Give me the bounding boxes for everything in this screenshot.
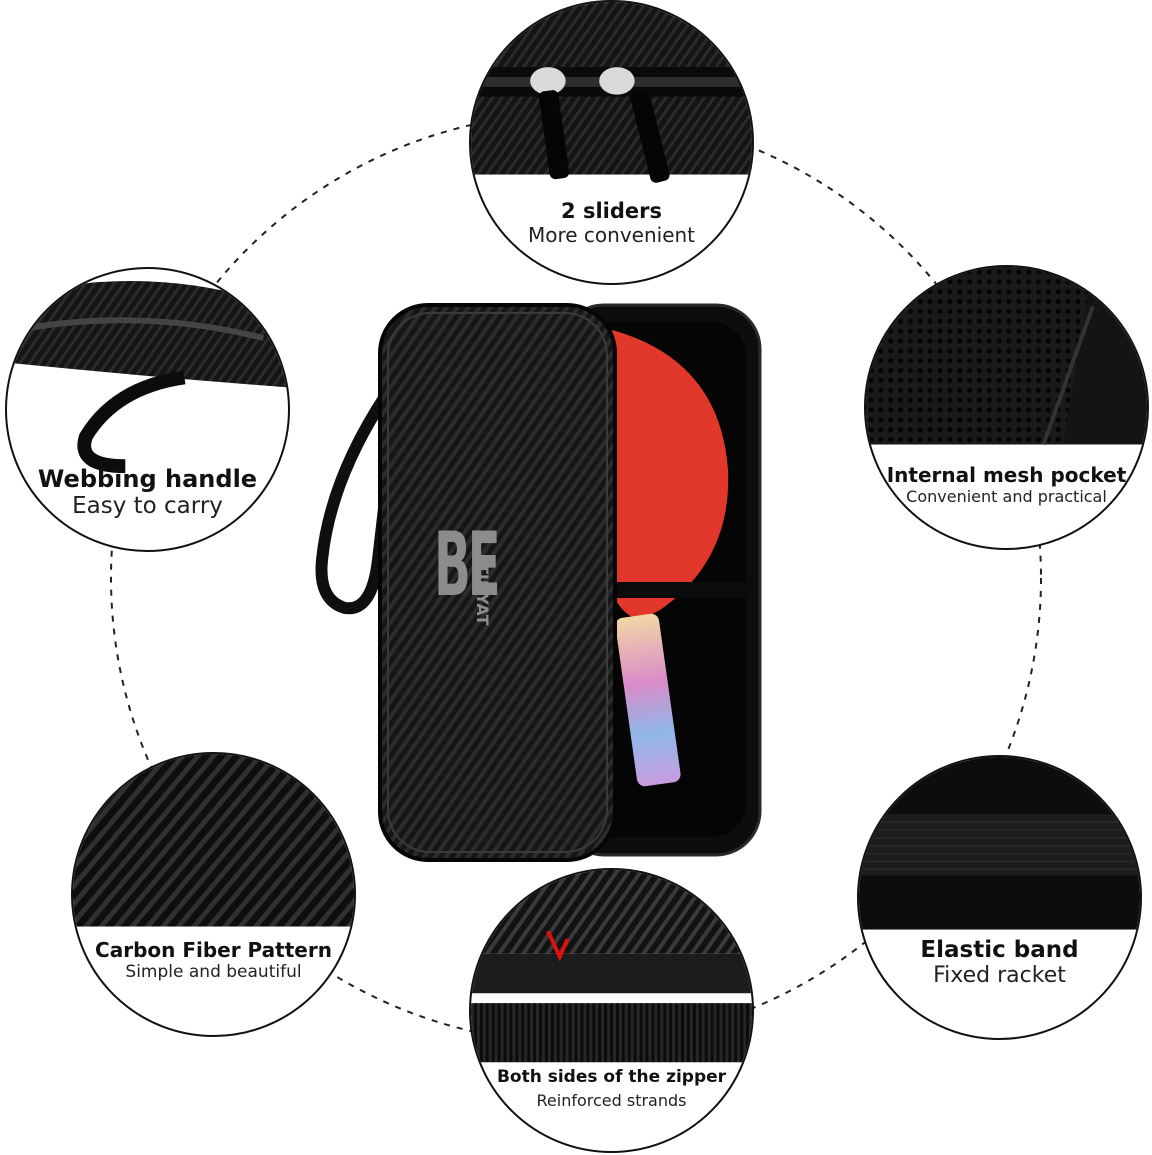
callout-title: Elastic band — [920, 937, 1079, 963]
sliders-closeup-image — [471, 2, 752, 183]
callout-subtitle: Easy to carry — [72, 493, 223, 519]
callout-carbon-fiber: Carbon Fiber Pattern Simple and beautifu… — [71, 752, 356, 1037]
callout-title: 2 sliders — [561, 199, 662, 223]
callout-mesh-pocket: Internal mesh pocket Convenient and prac… — [864, 265, 1149, 550]
callout-sliders: 2 sliders More convenient — [469, 0, 754, 285]
red-arrow-icon — [546, 930, 570, 962]
callout-title: Carbon Fiber Pattern — [95, 938, 332, 962]
callout-subtitle: Reinforced strands — [536, 1091, 687, 1110]
webbing-handle — [315, 389, 398, 615]
mesh-closeup-image — [866, 267, 1147, 446]
zipper-closeup-image — [471, 870, 752, 1063]
callout-subtitle: Convenient and practical — [906, 487, 1107, 506]
callout-subtitle: More convenient — [527, 223, 696, 247]
callout-title: Webbing handle — [37, 465, 258, 493]
logo-side-text: TINYAT — [473, 563, 492, 626]
handle-closeup-image — [7, 281, 288, 474]
callout-zipper: Both sides of the zipper Reinforced stra… — [469, 868, 754, 1153]
slider-pull-left — [530, 67, 566, 95]
callout-subtitle: Fixed racket — [933, 963, 1066, 988]
callout-title: Internal mesh pocket — [886, 463, 1127, 487]
brand-logo: BE TINYAT — [434, 505, 524, 635]
logo-main-text: BE — [434, 513, 501, 616]
callout-title: Both sides of the zipper — [496, 1067, 727, 1087]
callout-subtitle: Simple and beautiful — [125, 962, 302, 982]
racket — [605, 330, 729, 787]
callout-elastic-band: Elastic band Fixed racket — [857, 755, 1142, 1040]
slider-pull-right — [599, 67, 635, 95]
carbon-closeup-image — [73, 754, 354, 927]
callout-webbing-handle: Webbing handle Easy to carry — [5, 267, 290, 552]
elastic-band — [600, 582, 750, 598]
case-front — [378, 303, 617, 862]
elastic-closeup-image — [859, 757, 1140, 930]
